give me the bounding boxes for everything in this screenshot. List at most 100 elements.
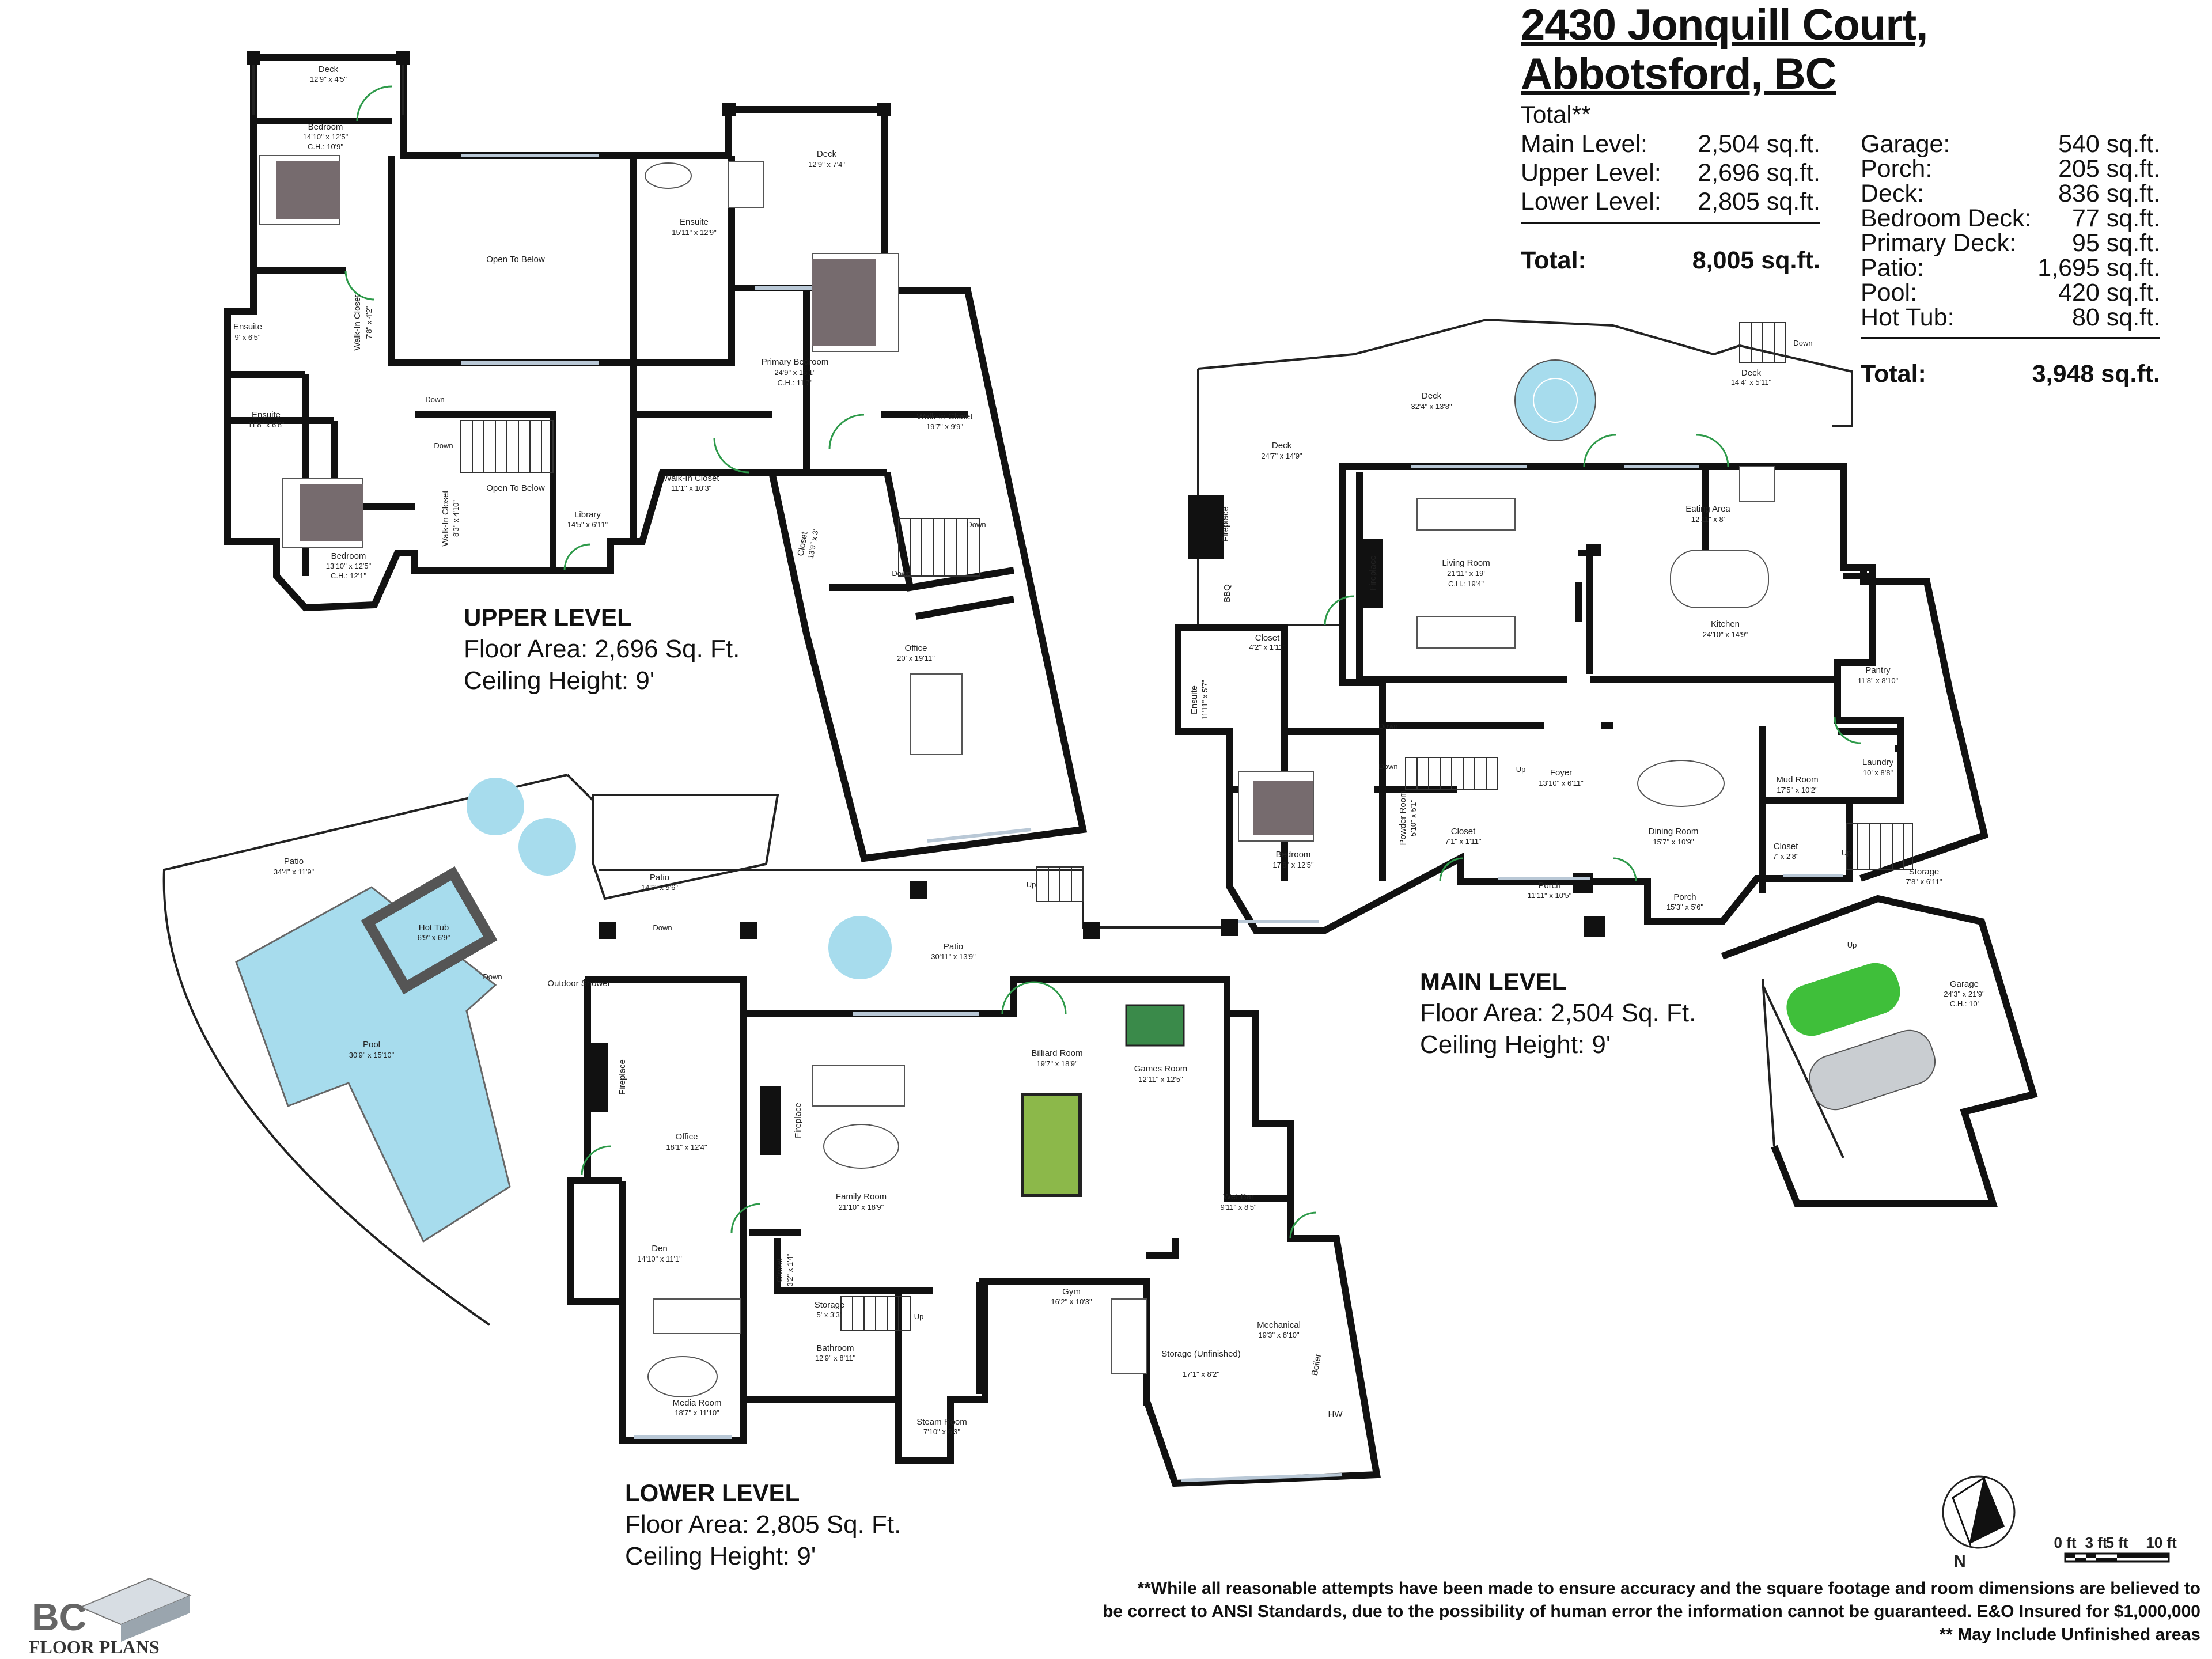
summary-value: 80 sq.ft. xyxy=(2072,304,2160,331)
room-dim: 18'1" x 12'4" xyxy=(666,1143,707,1152)
room-dim: 11'11" x 5'7" xyxy=(1200,680,1209,720)
room-dim: 11'8" x 6'8" xyxy=(248,421,284,429)
scale-label: 5 ft xyxy=(2106,1534,2128,1551)
room-label: Office xyxy=(676,1132,698,1142)
room-label: Patio xyxy=(944,942,963,952)
room-label: Deck xyxy=(817,149,837,159)
stair-label: Up xyxy=(1842,849,1851,857)
stair-label: Up xyxy=(1027,880,1036,889)
room-label: Storage xyxy=(1909,867,1940,877)
room-label: Media Room xyxy=(672,1398,721,1408)
room-dim: 15'3" x 5'6" xyxy=(1666,903,1703,911)
summary-label: Porch: xyxy=(1861,155,1933,183)
lower-level-area: Floor Area: 2,805 Sq. Ft. xyxy=(625,1510,902,1539)
room-dim: 20' x 19'11" xyxy=(897,654,935,662)
room-label: Closet xyxy=(1451,827,1476,836)
room-dim: 5'10" x 5'1" xyxy=(1409,800,1418,836)
room-dim: 14'4" x 5'11" xyxy=(1731,378,1772,387)
stair-label: Down xyxy=(1378,722,1397,730)
summary-row: Upper Level: 2,696 sq.ft. xyxy=(1521,159,1820,187)
room-dim: 19'3" x 8'10" xyxy=(1258,1331,1300,1339)
stair-label: Down xyxy=(434,441,453,450)
room-label: Family Room xyxy=(836,1192,887,1202)
room-dim: 17'5" x 10'2" xyxy=(1777,786,1818,794)
room-dim: 7'1" x 1'11" xyxy=(1445,837,1481,846)
room-label: Porch xyxy=(1673,892,1696,902)
summary-row: Bedroom Deck: 77 sq.ft. xyxy=(1861,204,2160,233)
room-label: Outdoor Shower xyxy=(547,979,610,988)
room-label: Billiard Room xyxy=(1031,1048,1082,1058)
summary-value: 2,696 sq.ft. xyxy=(1698,159,1820,187)
hw-label: HW xyxy=(1328,1410,1343,1419)
disclaimer-line: **While all reasonable attempts have bee… xyxy=(1137,1579,2200,1598)
total-heading: Total** xyxy=(1521,101,1591,128)
upper-level-plan xyxy=(224,51,1088,862)
room-label: Garage xyxy=(1950,979,1979,989)
room-dim: 30'9" x 15'10" xyxy=(349,1051,395,1059)
room-label: Porch xyxy=(1538,881,1560,891)
north-arrow: N xyxy=(1942,1475,2016,1571)
summary-row: Garage: 540 sq.ft. xyxy=(1861,130,2160,158)
stair-label: Up xyxy=(1516,765,1526,774)
main-level-plan xyxy=(1175,318,2038,1207)
room-dim: 7'8" x 6'11" xyxy=(1906,877,1942,886)
summary-value: 540 sq.ft. xyxy=(2058,130,2160,158)
summary-label: Hot Tub: xyxy=(1861,304,1955,331)
room-dim: 30'11" x 13'9" xyxy=(931,952,976,961)
room-label: Ensuite xyxy=(233,322,262,332)
summary-row: Main Level: 2,504 sq.ft. xyxy=(1521,130,1820,158)
room-label: Deck xyxy=(1272,441,1292,450)
north-label: N xyxy=(1953,1552,1966,1571)
summary-divider xyxy=(1521,222,1820,224)
room-ch: C.H.: 10'9" xyxy=(308,142,343,151)
room-label: Library xyxy=(574,510,601,520)
room-dim: 12'9" x 7'4" xyxy=(808,160,845,169)
room-label: Mud Room xyxy=(1776,775,1818,785)
logo-text: FLOOR PLANS xyxy=(29,1637,160,1657)
room-dim: 21'10" x 18'9" xyxy=(839,1203,884,1211)
summary-value: 2,504 sq.ft. xyxy=(1698,130,1820,158)
room-label: Bedroom xyxy=(331,551,366,561)
room-dim: 21'11" x 19' xyxy=(1447,569,1485,578)
room-dim: 12'9" x 8'11" xyxy=(815,1354,856,1362)
room-label: Deck xyxy=(1422,391,1442,401)
stair-label: Down xyxy=(653,923,672,932)
room-dim: 16'2" x 10'3" xyxy=(1051,1297,1092,1306)
scale-label: 10 ft xyxy=(2146,1534,2177,1551)
address-line-1: 2430 Jonquill Court, xyxy=(1521,1,1928,50)
room-label: Bathroom xyxy=(816,1343,854,1353)
room-ch: C.H.: 19'4" xyxy=(1448,579,1484,588)
summary-value: 1,695 sq.ft. xyxy=(2037,254,2160,282)
stair-label: Down xyxy=(483,972,502,981)
room-dim: 15'7" x 10'9" xyxy=(1653,838,1694,846)
stair-label: Down xyxy=(1793,339,1812,347)
summary-label: Main Level: xyxy=(1521,130,1647,158)
boiler-label: Boiler xyxy=(1310,1353,1323,1377)
main-level-area: Floor Area: 2,504 Sq. Ft. xyxy=(1420,999,1696,1027)
summary-label: Bedroom Deck: xyxy=(1861,204,2032,232)
summary-label: Deck: xyxy=(1861,180,1924,207)
summary-value: 420 sq.ft. xyxy=(2058,279,2160,306)
room-label: Mechanical xyxy=(1257,1320,1301,1330)
room-label: Deck xyxy=(1741,368,1762,378)
summary-row: Deck: 836 sq.ft. xyxy=(1861,180,2160,208)
room-dim: 19'7" x 18'9" xyxy=(1036,1059,1078,1068)
disclaimer: **While all reasonable attempts have bee… xyxy=(1103,1577,2200,1646)
room-label: Walk-In Closet xyxy=(441,490,450,547)
summary-label: Primary Deck: xyxy=(1861,229,2016,257)
room-label: Ensuite xyxy=(1190,685,1199,714)
room-label: Kitchen xyxy=(1711,619,1740,629)
room-dim: 4'2" x 1'11" xyxy=(1249,643,1285,652)
room-label: Pantry xyxy=(1865,665,1891,675)
room-label: Open To Below xyxy=(486,255,545,264)
room-ch: C.H.: 12'1" xyxy=(331,571,366,580)
room-dim: 8'3" x 4'10" xyxy=(452,500,460,537)
room-label: Walk-In Closet xyxy=(353,294,362,351)
room-label: Office xyxy=(905,643,927,653)
summary-row: Patio: 1,695 sq.ft. xyxy=(1861,254,2160,282)
stair-label: Down xyxy=(1378,762,1397,771)
lower-level-ceiling: Ceiling Height: 9' xyxy=(625,1542,816,1570)
room-label: Deck xyxy=(319,65,339,74)
room-dim: 12'9" x 4'5" xyxy=(310,75,347,84)
